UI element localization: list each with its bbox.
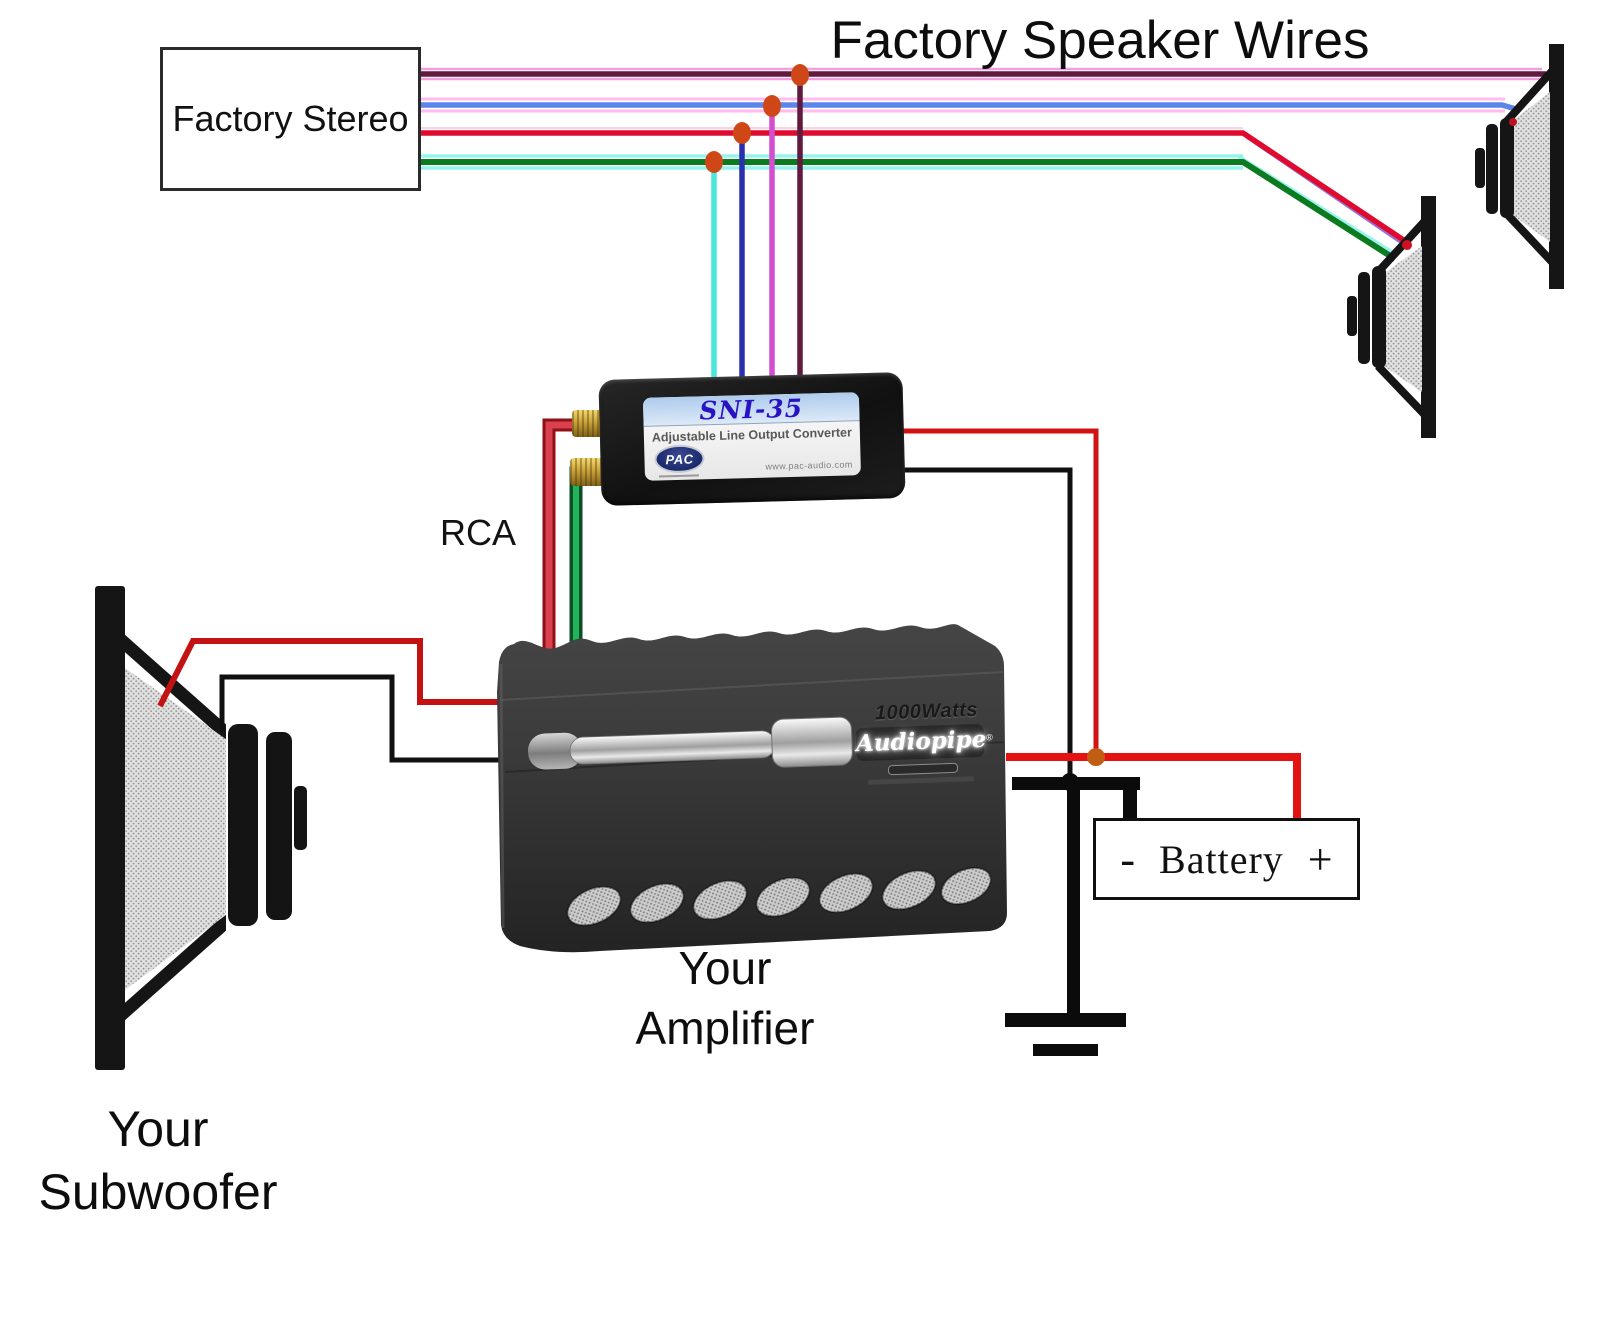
converter-model-band: SNI-35: [642, 392, 860, 427]
rca-jack-icon: [570, 458, 604, 486]
converter-ground-wire: [897, 467, 1073, 780]
speaker-terminal-dot: [1402, 240, 1412, 250]
amp-brand-label: Audiopipe: [855, 725, 987, 758]
subwoofer-caption: Your Subwoofer: [38, 1101, 278, 1220]
amp-chrome-handle: [528, 716, 853, 770]
amp-brand-badge: Audiopipe®: [855, 723, 993, 762]
factory-stereo-box: Factory Stereo: [160, 47, 421, 191]
registered-mark: ®: [985, 732, 993, 743]
subwoofer-positive-wire: [157, 638, 504, 708]
page-title: Factory Speaker Wires: [830, 11, 1370, 70]
pac-logo: PAC: [654, 444, 705, 474]
power-junction-dot: [1087, 748, 1105, 766]
ground-wiring: [1005, 773, 1140, 1056]
battery-negative-lead: [1123, 784, 1137, 822]
pac-logo-tagline: [658, 474, 699, 478]
converter-website: www.pac-audio.com: [765, 459, 853, 472]
subwoofer-negative-wire: [219, 674, 504, 763]
ground-symbol-bar1: [1005, 1013, 1126, 1027]
amp-watts-label: 1000Watts: [874, 698, 979, 725]
speaker-terminal-dot: [1509, 118, 1517, 126]
rca-label: RCA: [440, 512, 517, 553]
factory-stereo-label: Factory Stereo: [172, 98, 409, 139]
wire-red: [415, 130, 1410, 246]
converter-12v-wire: [897, 428, 1099, 757]
rca-cable-green: [573, 470, 594, 652]
rear-speaker-right: [1347, 196, 1436, 438]
wire-blue: [415, 102, 1517, 112]
converter-label: SNI-35 Adjustable Line Output Converter …: [642, 392, 861, 481]
amplifier-caption: Your Amplifier: [635, 942, 815, 1054]
subwoofer-speaker: [95, 586, 308, 1070]
front-speaker-right: [1475, 44, 1564, 289]
ground-symbol-bar2: [1033, 1044, 1098, 1056]
converter-subtitle: Adjustable Line Output Converter: [651, 425, 853, 445]
subwoofer-wires: [157, 638, 504, 763]
battery-plus: +: [1307, 834, 1333, 884]
converter-model: SNI-35: [698, 393, 804, 425]
battery-box: - Battery +: [1093, 818, 1360, 900]
amplifier-device: [497, 624, 1007, 953]
wire-green: [415, 159, 1397, 262]
battery-minus: -: [1120, 834, 1136, 884]
battery-label: Battery: [1159, 836, 1284, 882]
line-output-converter: SNI-35 Adjustable Line Output Converter …: [598, 372, 906, 506]
wire-junction-dots: [705, 64, 809, 173]
amp-vents: [566, 866, 992, 927]
